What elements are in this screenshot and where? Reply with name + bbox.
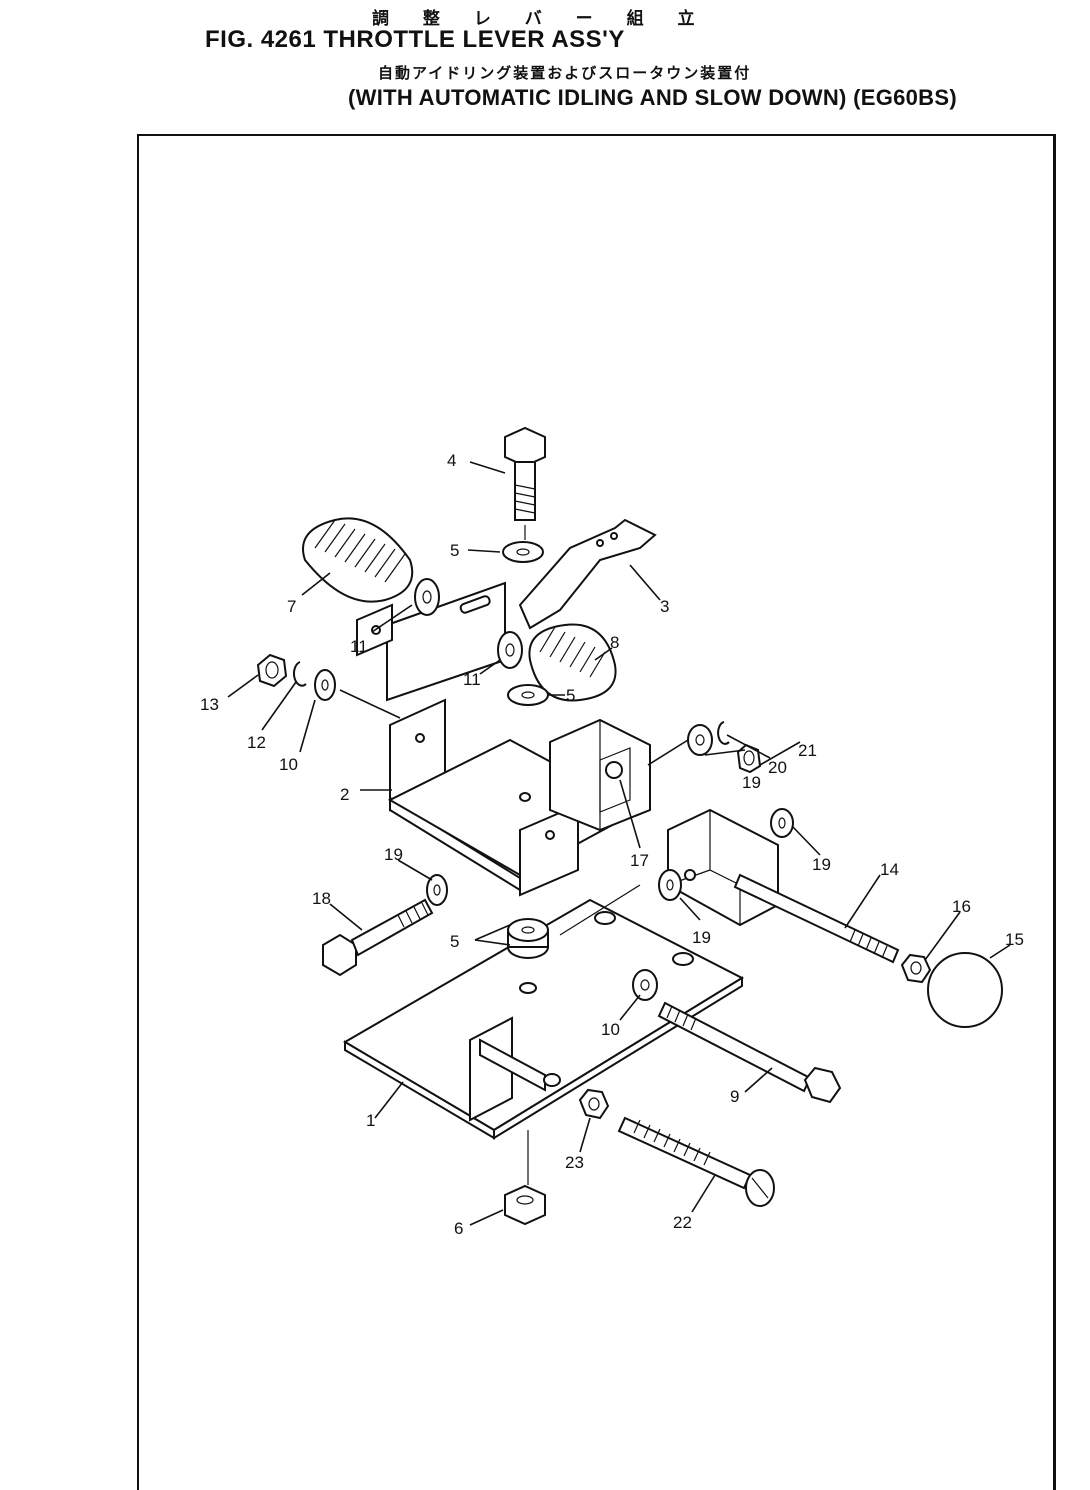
bolt-18-part — [322, 898, 434, 977]
nut-13-part — [256, 653, 288, 688]
washer-10-upper — [314, 669, 336, 701]
callout-19: 19 — [812, 855, 831, 874]
nut-6-part — [504, 1184, 546, 1226]
washer-11-lower — [497, 631, 523, 669]
knob-15-part — [927, 952, 1003, 1028]
washer-5-stack — [507, 918, 549, 994]
callout-7: 7 — [287, 597, 296, 616]
callout-9: 9 — [730, 1087, 739, 1106]
callout-12: 12 — [247, 733, 266, 752]
callout-19: 19 — [692, 928, 711, 947]
slow-down-bracket-part — [667, 808, 779, 927]
callout-labels: 4 5 3 7 11 8 11 5 13 12 10 2 19 20 21 17… — [200, 451, 1024, 1238]
callout-5: 5 — [566, 686, 575, 705]
washer-5-top — [502, 541, 544, 563]
callout-23: 23 — [565, 1153, 584, 1172]
screw-22-part — [617, 1116, 775, 1207]
nut-23-part — [578, 1088, 610, 1120]
callout-21: 21 — [798, 741, 817, 760]
leader-lines — [227, 461, 1011, 1226]
lock-washer-12-part — [292, 661, 307, 687]
washer-19-upper — [687, 724, 713, 756]
washer-19-left — [426, 874, 448, 906]
figure-title: FIG. 4261 THROTTLE LEVER ASS'Y — [205, 26, 625, 53]
callout-6: 6 — [454, 1219, 463, 1238]
spring-8-part — [528, 623, 617, 702]
callout-18: 18 — [312, 889, 331, 908]
washer-19-right — [770, 808, 794, 838]
subtitle-japanese: 自動アイドリング装置およびスロータウン装置付 — [378, 64, 752, 82]
callout-11: 11 — [463, 670, 481, 689]
callout-1: 1 — [366, 1111, 375, 1130]
callout-8: 8 — [610, 633, 619, 652]
bolt-9-part — [657, 1001, 842, 1104]
lever-arm-part — [518, 518, 657, 630]
callout-19: 19 — [742, 773, 761, 792]
callout-5: 5 — [450, 932, 459, 951]
washer-10-lower — [632, 969, 658, 1001]
callout-13: 13 — [200, 695, 219, 714]
callout-11: 11 — [350, 637, 368, 656]
figure-subtitle: (WITH AUTOMATIC IDLING AND SLOW DOWN) (E… — [348, 85, 957, 110]
spring-7-part — [302, 517, 414, 603]
callout-3: 3 — [660, 597, 669, 616]
callout-22: 22 — [673, 1213, 692, 1232]
washer-5-middle — [507, 684, 549, 706]
washer-19-lower — [658, 869, 682, 901]
drawing-frame — [137, 134, 1056, 1490]
callout-10: 10 — [601, 1020, 620, 1039]
callout-14: 14 — [880, 860, 899, 879]
nut-16-part — [900, 953, 932, 984]
bracket-part — [387, 698, 651, 897]
callout-4: 4 — [447, 451, 456, 470]
washer-11-upper — [414, 578, 440, 616]
bolt-4-part — [504, 426, 546, 540]
callout-20: 20 — [768, 758, 787, 777]
title-japanese: 調 整 レ バ ー 組 立 — [372, 9, 709, 29]
bolt-14-part — [733, 873, 900, 964]
callout-5: 5 — [450, 541, 459, 560]
callout-2: 2 — [340, 785, 349, 804]
callout-15: 15 — [1005, 930, 1024, 949]
callout-10: 10 — [279, 755, 298, 774]
callout-17: 17 — [630, 851, 649, 870]
callout-16: 16 — [952, 897, 971, 916]
callout-19: 19 — [384, 845, 403, 864]
nut-21-part — [736, 743, 762, 774]
lock-washer-20-part — [717, 721, 730, 745]
